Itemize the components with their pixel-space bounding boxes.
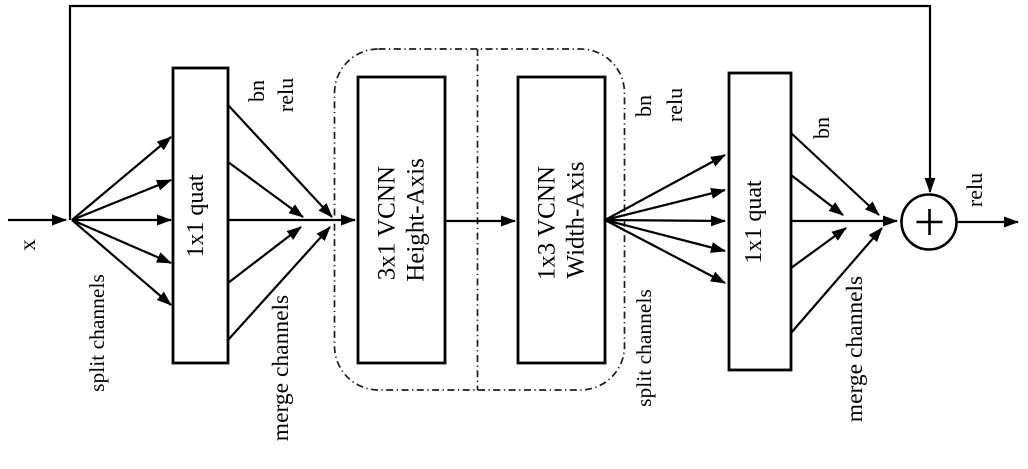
split-channels-label-1: split channels (85, 274, 109, 392)
split-arrows-2 (604, 154, 726, 284)
vcnn-container (333, 48, 626, 391)
merge-channels-label-1: merge channels (268, 295, 294, 441)
bn-label-1: bn (244, 80, 269, 102)
relu-label-2: relu (662, 88, 687, 122)
merge-channels-label-2: merge channels (842, 276, 868, 422)
split-channels-label-2: split channels (632, 289, 656, 407)
bn-label-2: bn (631, 95, 656, 117)
conv-1x1-quat-box-2 (727, 71, 793, 372)
vcnn-width-axis-box (516, 75, 607, 365)
vcnn-height-axis-box (356, 75, 447, 365)
vcnn-height-axis-label: 3x1 VCNN Height-Axis (374, 158, 430, 282)
relu-label-output: relu (962, 173, 987, 207)
conv-1x1-quat-label-1: 1x1 quat (183, 174, 209, 258)
conv-1x1-quat-label-2: 1x1 quat (741, 180, 767, 264)
split-arrows-1 (71, 136, 172, 306)
relu-label-1: relu (273, 78, 298, 112)
merge-arrows-2 (790, 132, 898, 334)
conv-1x1-quat-box-1 (171, 66, 230, 365)
skip-connection-line (68, 4, 936, 220)
plus-icon (916, 209, 943, 235)
vcnn-width-axis-label: 1x3 VCNN Width-Axis (534, 160, 590, 280)
input-label: x (15, 239, 41, 251)
bn-label-3: bn (809, 117, 834, 139)
